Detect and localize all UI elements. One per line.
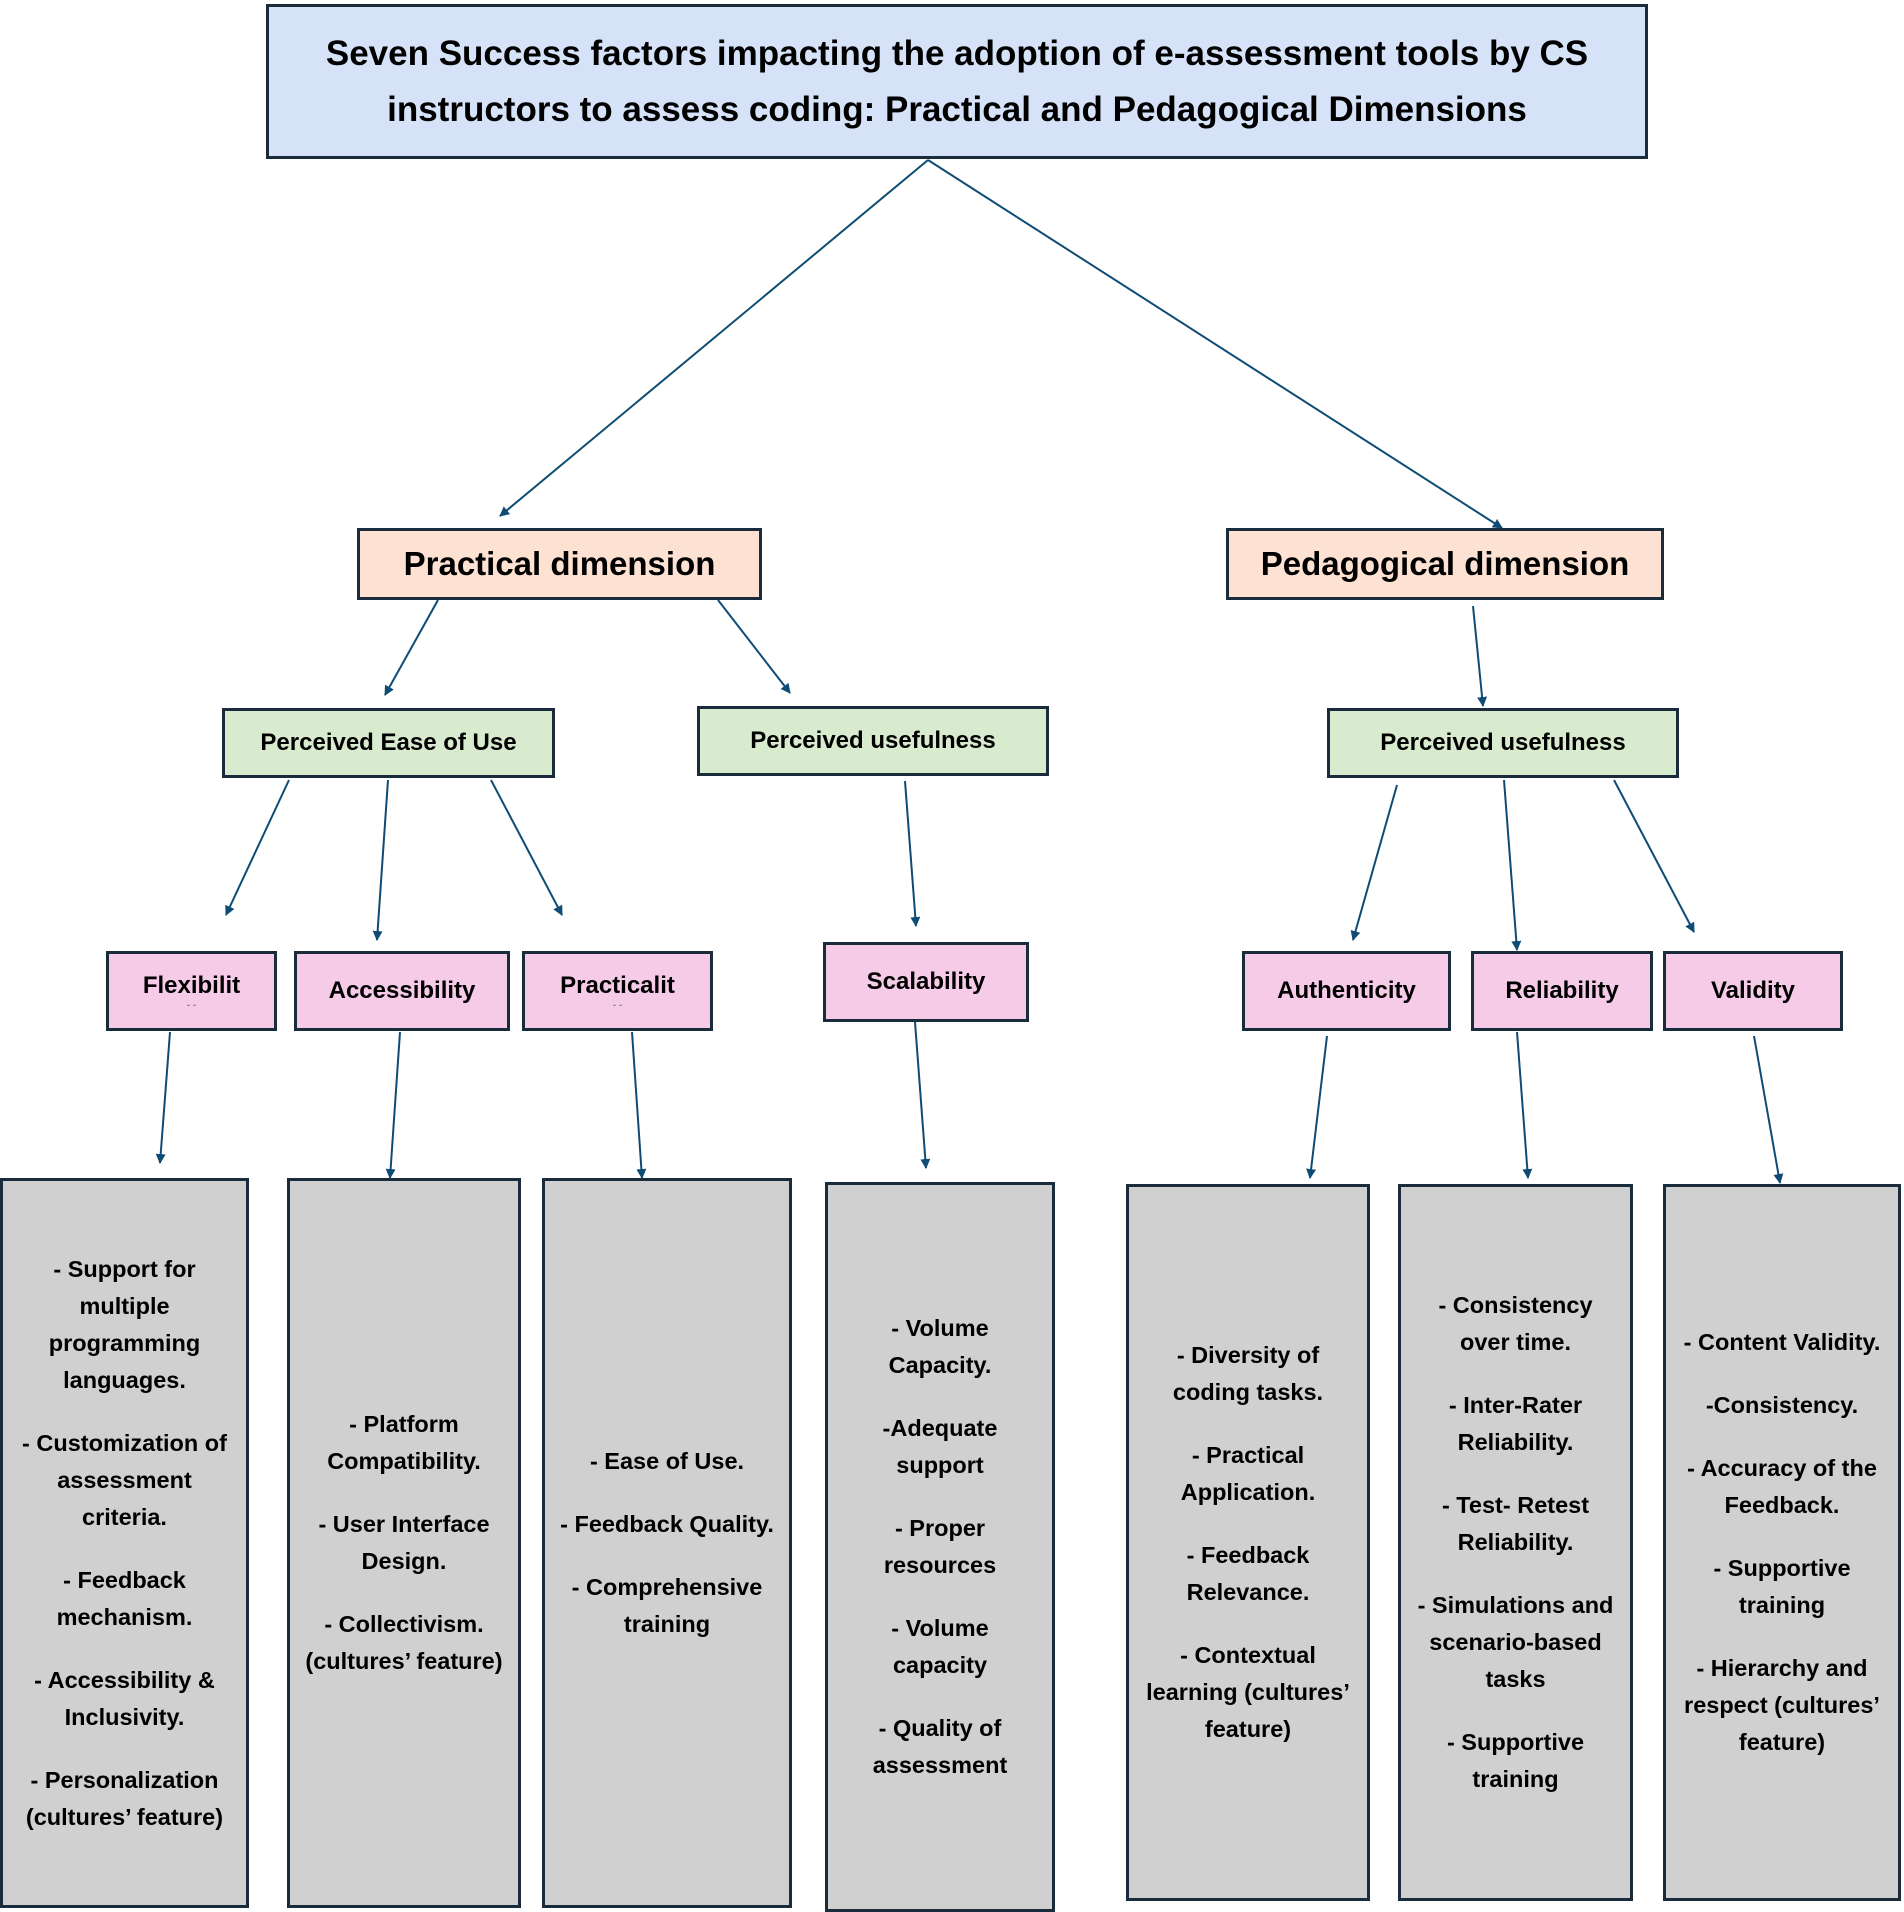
arrow-accessibility-to-detail <box>385 1031 401 1179</box>
practical-perceived-usefulness-label: Perceived usefulness <box>750 727 996 754</box>
detail-item: - Comprehensive training <box>571 1574 763 1637</box>
detail-item: - Feedback mechanism. <box>56 1566 193 1630</box>
diagram-title: Seven Success factors impacting the adop… <box>266 4 1648 159</box>
factor-scalability-label: Scalability <box>866 968 986 995</box>
arrow-pedusefulness-to-validity <box>1613 779 1695 933</box>
arrow-validity-to-detail <box>1753 1035 1784 1184</box>
perceived-ease-of-use-box: Perceived Ease of Use <box>222 708 555 778</box>
arrow-reliability-to-detail <box>1516 1031 1533 1179</box>
arrow-flexibility-to-detail <box>155 1031 171 1164</box>
detail-item: - Personalization (cultures’ feature) <box>25 1766 224 1830</box>
perceived-ease-of-use-label: Perceived Ease of Use <box>260 729 517 756</box>
detail-scalability: - Volume Capacity. -Adequate support - P… <box>825 1182 1055 1912</box>
arrow-ease-to-accessibility <box>372 779 389 941</box>
detail-item: - Simulations and scenario-based tasks <box>1417 1592 1614 1692</box>
detail-item: - Test- Retest Reliability. <box>1441 1492 1590 1555</box>
detail-item: - Accuracy of the Feedback. <box>1687 1455 1877 1518</box>
factor-flexibility-dots: - - <box>186 1000 197 1011</box>
arrow-practical-to-usefulness <box>717 599 791 694</box>
arrow-usefulness-to-scalability <box>904 780 921 927</box>
detail-reliability: - Consistency over time. - Inter-Rater R… <box>1398 1184 1633 1901</box>
arrow-pedagogical-to-usefulness <box>1472 605 1488 707</box>
detail-authenticity: - Diversity of coding tasks. - Practical… <box>1126 1184 1370 1901</box>
detail-item: - Customization of assessment criteria. <box>22 1429 227 1530</box>
pedagogical-perceived-usefulness-box: Perceived usefulness <box>1327 708 1679 778</box>
detail-item: - Feedback Quality. <box>560 1511 774 1537</box>
factor-validity-label: Validity <box>1710 977 1796 1004</box>
arrow-practical-to-ease <box>384 599 439 696</box>
pedagogical-dimension-box: Pedagogical dimension <box>1226 528 1664 600</box>
factor-reliability: Reliability <box>1471 951 1653 1031</box>
factor-authenticity-label: Authenticity <box>1277 977 1416 1004</box>
detail-item: - User Interface Design. <box>318 1511 490 1574</box>
detail-item: - Inter-Rater Reliability. <box>1448 1392 1583 1455</box>
factor-flexibility: Flexibilit - - <box>106 951 277 1031</box>
arrow-scalability-to-detail <box>914 1021 931 1169</box>
factor-accessibility: Accessibility <box>294 951 510 1031</box>
factor-authenticity: Authenticity <box>1242 951 1451 1031</box>
detail-item: - Platform Compatibility. <box>327 1411 481 1474</box>
pedagogical-dimension-label: Pedagogical dimension <box>1260 545 1630 582</box>
arrow-ease-to-flexibility <box>225 779 290 916</box>
arrow-pedusefulness-to-authenticity <box>1350 784 1398 941</box>
detail-item: - Hierarchy and respect (cultures’ featu… <box>1684 1655 1880 1755</box>
arrow-authenticity-to-detail <box>1306 1035 1328 1179</box>
diagram-title-text: Seven Success factors impacting the adop… <box>325 33 1589 129</box>
detail-item: - Contextual learning (cultures’ feature… <box>1146 1642 1350 1742</box>
factor-practicality-dots: - - <box>612 1000 623 1011</box>
detail-item: -Consistency. <box>1705 1392 1859 1418</box>
detail-item: - Practical Application. <box>1180 1442 1316 1505</box>
detail-item: - Supportive training <box>1446 1729 1585 1792</box>
detail-item: - Quality of assessment <box>872 1715 1008 1778</box>
detail-item: - Collectivism. (cultures’ feature) <box>305 1611 503 1674</box>
factor-flexibility-label: Flexibilit <box>142 972 241 999</box>
factor-validity: Validity <box>1663 951 1843 1031</box>
arrow-title-to-pedagogical <box>927 159 1503 529</box>
factor-accessibility-label: Accessibility <box>328 977 476 1004</box>
detail-item: - Supportive training <box>1713 1555 1851 1618</box>
detail-item: - Volume capacity <box>891 1615 989 1678</box>
detail-item: - Consistency over time. <box>1438 1292 1593 1355</box>
factor-scalability: Scalability <box>823 942 1029 1022</box>
practical-dimension-label: Practical dimension <box>403 545 716 582</box>
detail-item: - Accessibility & Inclusivity. <box>34 1666 215 1730</box>
factor-reliability-label: Reliability <box>1505 977 1619 1004</box>
factor-practicality: Practicalit - - <box>522 951 713 1031</box>
detail-item: - Diversity of coding tasks. <box>1172 1342 1324 1405</box>
factor-practicality-label: Practicalit <box>560 972 675 999</box>
practical-dimension-box: Practical dimension <box>357 528 762 600</box>
detail-item: - Support for multiple programming langu… <box>48 1255 201 1393</box>
detail-item: - Feedback Relevance. <box>1186 1542 1310 1605</box>
arrow-title-to-practical <box>499 159 929 517</box>
arrow-pedusefulness-to-reliability <box>1503 779 1522 951</box>
arrow-ease-to-practicality <box>490 779 563 916</box>
detail-item: - Ease of Use. <box>589 1448 745 1474</box>
detail-item: - Proper resources <box>883 1515 997 1578</box>
detail-practicality: - Ease of Use. - Feedback Quality. - Com… <box>542 1178 792 1908</box>
arrow-practicality-to-detail <box>631 1031 647 1179</box>
pedagogical-perceived-usefulness-label: Perceived usefulness <box>1380 729 1626 756</box>
practical-perceived-usefulness-box: Perceived usefulness <box>697 706 1049 776</box>
detail-item: - Volume Capacity. <box>888 1315 992 1378</box>
detail-item: -Adequate support <box>882 1415 998 1478</box>
detail-flexibility: - Support for multiple programming langu… <box>0 1178 249 1908</box>
detail-item: - Content Validity. <box>1683 1329 1881 1355</box>
detail-accessibility: - Platform Compatibility. - User Interfa… <box>287 1178 521 1908</box>
detail-validity: - Content Validity. -Consistency. - Accu… <box>1663 1184 1901 1901</box>
